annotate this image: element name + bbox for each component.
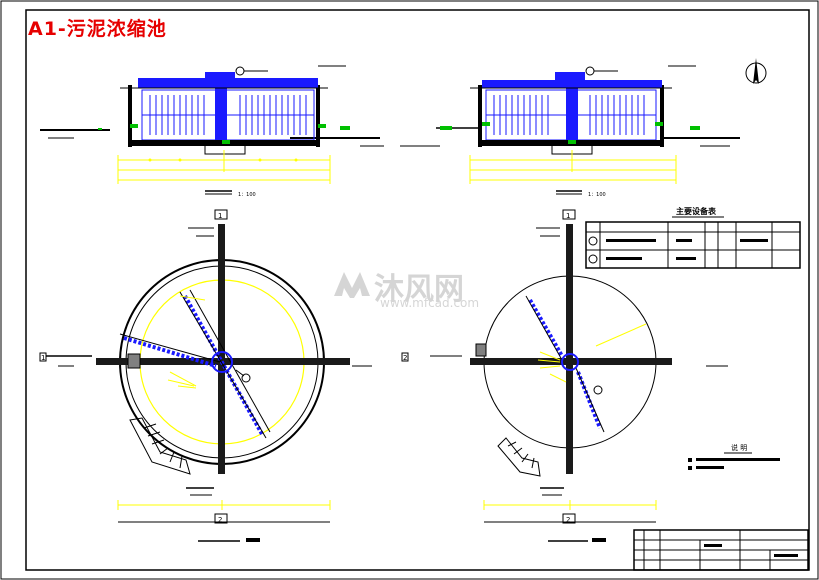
notes-lines [688, 452, 780, 470]
equipment-table-title: 主要设备表 [676, 206, 717, 216]
section-2-scale: 1：100 [588, 192, 606, 198]
watermark: 沐风网 www.mfcad.com [330, 264, 500, 312]
svg-text:2: 2 [218, 516, 222, 524]
plan-2-top-marker: 1 [562, 209, 576, 220]
equipment-table [585, 221, 801, 269]
svg-text:2: 2 [566, 516, 570, 524]
svg-text:1: 1 [41, 354, 45, 362]
plan-view-1 [46, 224, 372, 542]
drawing-title: A1-污泥浓缩池 [28, 18, 167, 40]
section-1-scale: 1：100 [238, 192, 256, 198]
svg-text:1: 1 [218, 212, 222, 220]
notes-title: 说 明 [731, 443, 747, 452]
section-view-1 [40, 65, 384, 195]
watermark-url: www.mfcad.com [380, 296, 480, 310]
plan-1-top-marker: 1 [214, 209, 228, 220]
plan-view-2 [430, 224, 728, 542]
plan-1-callout-marker: 1 [39, 352, 47, 362]
plan-2-bottom-marker: 2 [562, 513, 576, 524]
section-view-2 [400, 65, 740, 195]
watermark-text: 沐风网 [374, 272, 464, 307]
plan-2-callout-marker: 2 [401, 352, 409, 362]
watermark-logo-icon [334, 272, 370, 298]
svg-text:2: 2 [403, 354, 407, 362]
title-block [633, 529, 809, 571]
plan-1-bottom-marker: 2 [214, 513, 228, 524]
inner-frame [25, 9, 810, 571]
north-arrow-icon [745, 58, 767, 84]
svg-text:1: 1 [566, 212, 570, 220]
